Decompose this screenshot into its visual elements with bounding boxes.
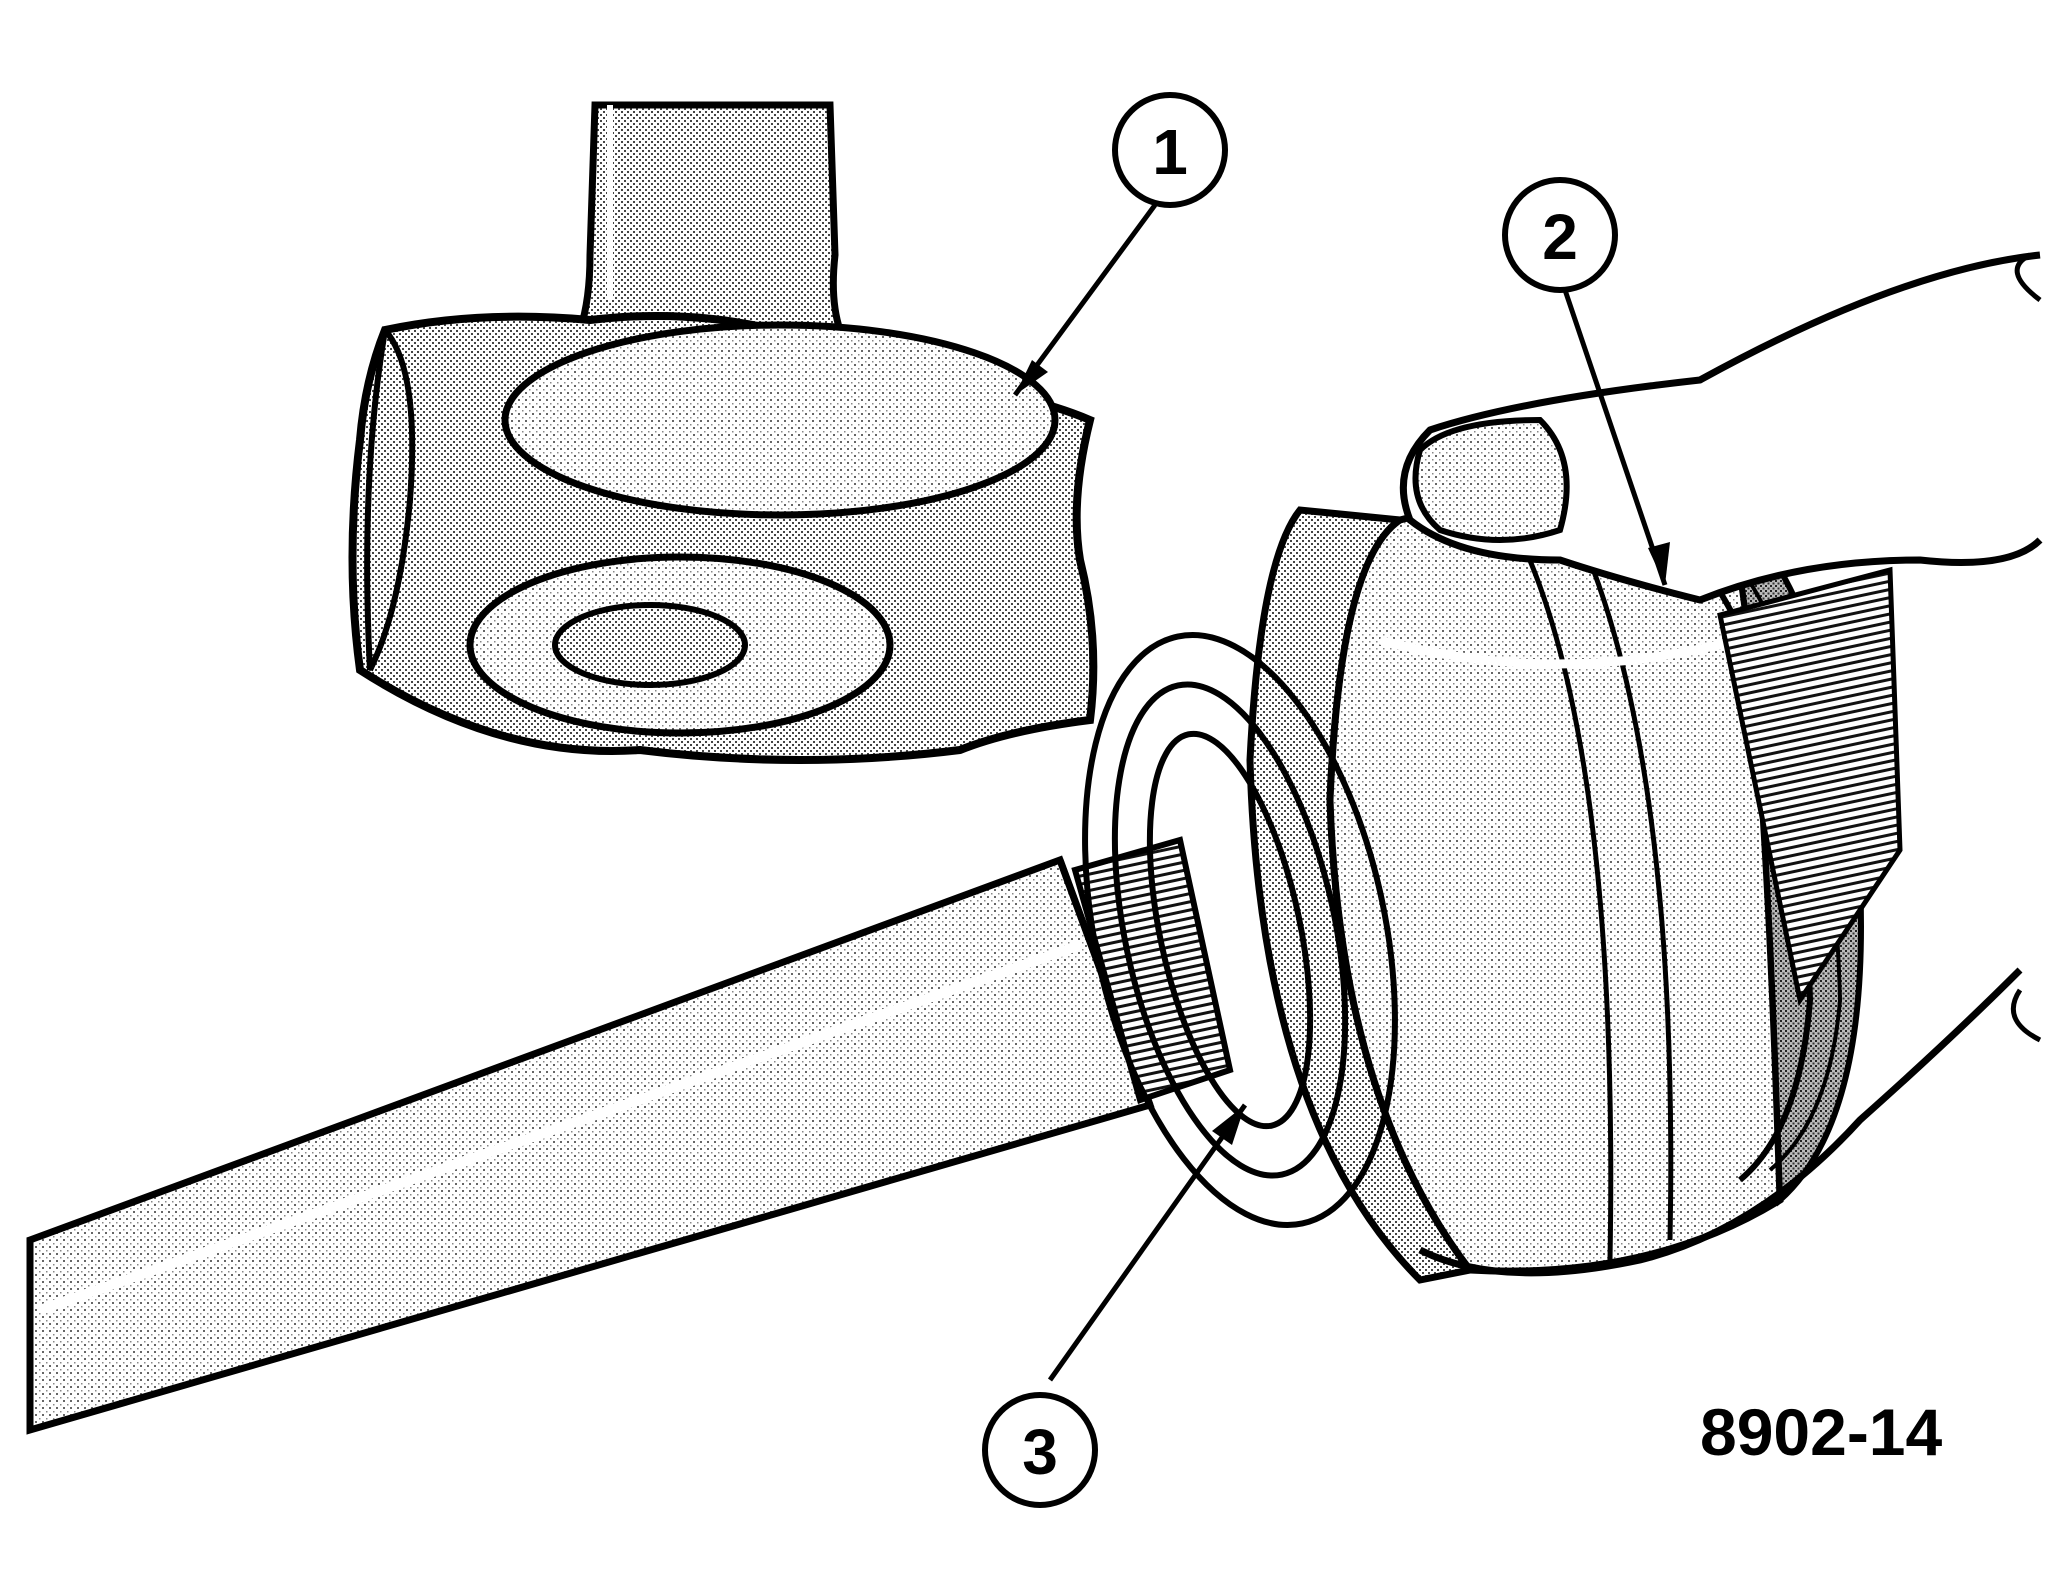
right-splines [1717, 566, 1903, 1007]
arrowhead-2 [1648, 542, 1670, 585]
arrowhead-1 [1015, 360, 1048, 395]
hammer-handle [575, 101, 845, 334]
callout-3-label: 3 [1022, 1416, 1058, 1488]
hand-upper [1399, 251, 2043, 604]
callout-3: 3 [982, 1392, 1098, 1508]
bearing-race [1082, 632, 1398, 1228]
callout-1-label: 1 [1152, 116, 1188, 188]
arrowhead-3 [1212, 1105, 1245, 1145]
callout-2-label: 2 [1542, 201, 1578, 273]
figure-id: 8902-14 [1700, 1395, 1943, 1469]
leader-lines [1012, 203, 1670, 1382]
callout-1: 1 [1112, 92, 1228, 208]
hand-lower [1418, 967, 2042, 1277]
driveshaft-tube [26, 855, 1155, 1435]
hammer-head [348, 312, 1098, 764]
callout-2: 2 [1502, 177, 1618, 293]
